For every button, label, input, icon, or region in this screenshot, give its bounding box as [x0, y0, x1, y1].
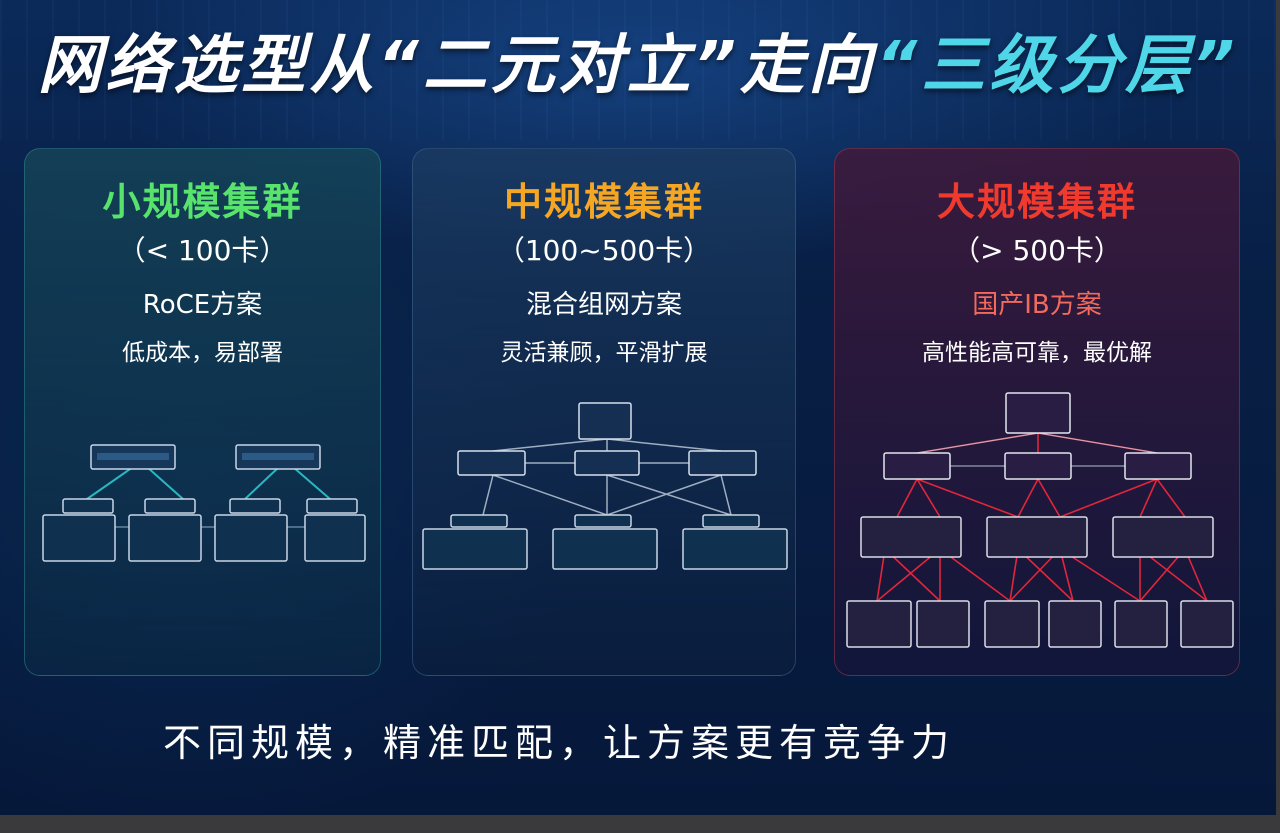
card-medium-desc: 灵活兼顾，平滑扩展	[500, 340, 708, 366]
large-switches	[883, 392, 1192, 480]
card-small-cluster: 小规模集群 （< 100卡） RoCE方案 低成本，易部署	[24, 148, 381, 676]
card-large-title: 大规模集群	[936, 180, 1137, 224]
server-rack-icon	[304, 498, 366, 562]
medium-switches	[457, 402, 757, 476]
server-rack-icon	[986, 516, 1088, 558]
network-switch-icon	[688, 450, 757, 476]
title-part-1: 网络选型从“二元对立”走向	[37, 29, 876, 103]
card-medium-range: （100~500卡）	[496, 234, 712, 267]
network-switch-icon	[1124, 452, 1192, 480]
card-small-title: 小规模集群	[102, 180, 303, 224]
footer-tagline: 不同规模，精准匹配，让方案更有竞争力	[163, 721, 956, 765]
server-rack-icon	[128, 498, 202, 562]
server-rack-icon	[682, 514, 788, 570]
network-switch-icon	[883, 452, 951, 480]
card-small-range: （< 100卡）	[117, 234, 288, 267]
network-switch-icon	[457, 450, 526, 476]
server-rack-icon	[1180, 600, 1234, 648]
card-medium-cluster: 中规模集群 （100~500卡） 混合组网方案 灵活兼顾，平滑扩展	[412, 148, 796, 676]
slide: 网络选型从“二元对立”走向“三级分层” 小规模集群 （< 100卡） RoCE方…	[0, 0, 1276, 815]
server-rack-icon	[214, 498, 288, 562]
small-servers	[42, 498, 366, 562]
large-topology-diagram	[846, 392, 1234, 648]
network-switch-icon	[235, 444, 321, 470]
network-switch-icon	[1004, 452, 1072, 480]
server-rack-icon	[1048, 600, 1102, 648]
network-switch-icon	[578, 402, 632, 440]
server-rack-icon	[860, 516, 962, 558]
card-medium-solution: 混合组网方案	[525, 290, 682, 320]
small-topology-diagram	[42, 444, 366, 562]
server-rack-icon	[846, 600, 912, 648]
server-rack-icon	[42, 498, 116, 562]
server-rack-icon	[984, 600, 1040, 648]
card-large-solution: 国产IB方案	[972, 290, 1102, 320]
card-large-desc: 高性能高可靠，最优解	[922, 340, 1152, 366]
network-switch-icon	[1005, 392, 1071, 434]
server-rack-icon	[1114, 600, 1168, 648]
server-rack-icon	[916, 600, 970, 648]
slide-title: 网络选型从“二元对立”走向“三级分层”	[0, 14, 1276, 106]
server-rack-icon	[422, 514, 528, 570]
card-small-desc: 低成本，易部署	[122, 340, 283, 366]
small-topology-links	[86, 466, 331, 500]
card-large-range: （> 500卡）	[952, 234, 1122, 267]
network-switch-icon	[574, 450, 640, 476]
large-leaf-servers	[846, 600, 1234, 648]
server-rack-icon	[1112, 516, 1214, 558]
medium-topology-links	[482, 438, 732, 516]
card-large-cluster: 大规模集群 （> 500卡） 国产IB方案 高性能高可靠，最优解	[834, 148, 1240, 676]
medium-topology-diagram	[422, 402, 788, 570]
card-medium-title: 中规模集群	[503, 180, 704, 224]
network-switch-icon	[90, 444, 176, 470]
server-rack-icon	[552, 514, 658, 570]
card-small-solution: RoCE方案	[142, 290, 263, 320]
small-switches	[90, 444, 321, 470]
large-aggregation-servers	[860, 516, 1214, 558]
title-highlight: “三级分层”	[876, 29, 1239, 103]
medium-servers	[422, 514, 788, 570]
